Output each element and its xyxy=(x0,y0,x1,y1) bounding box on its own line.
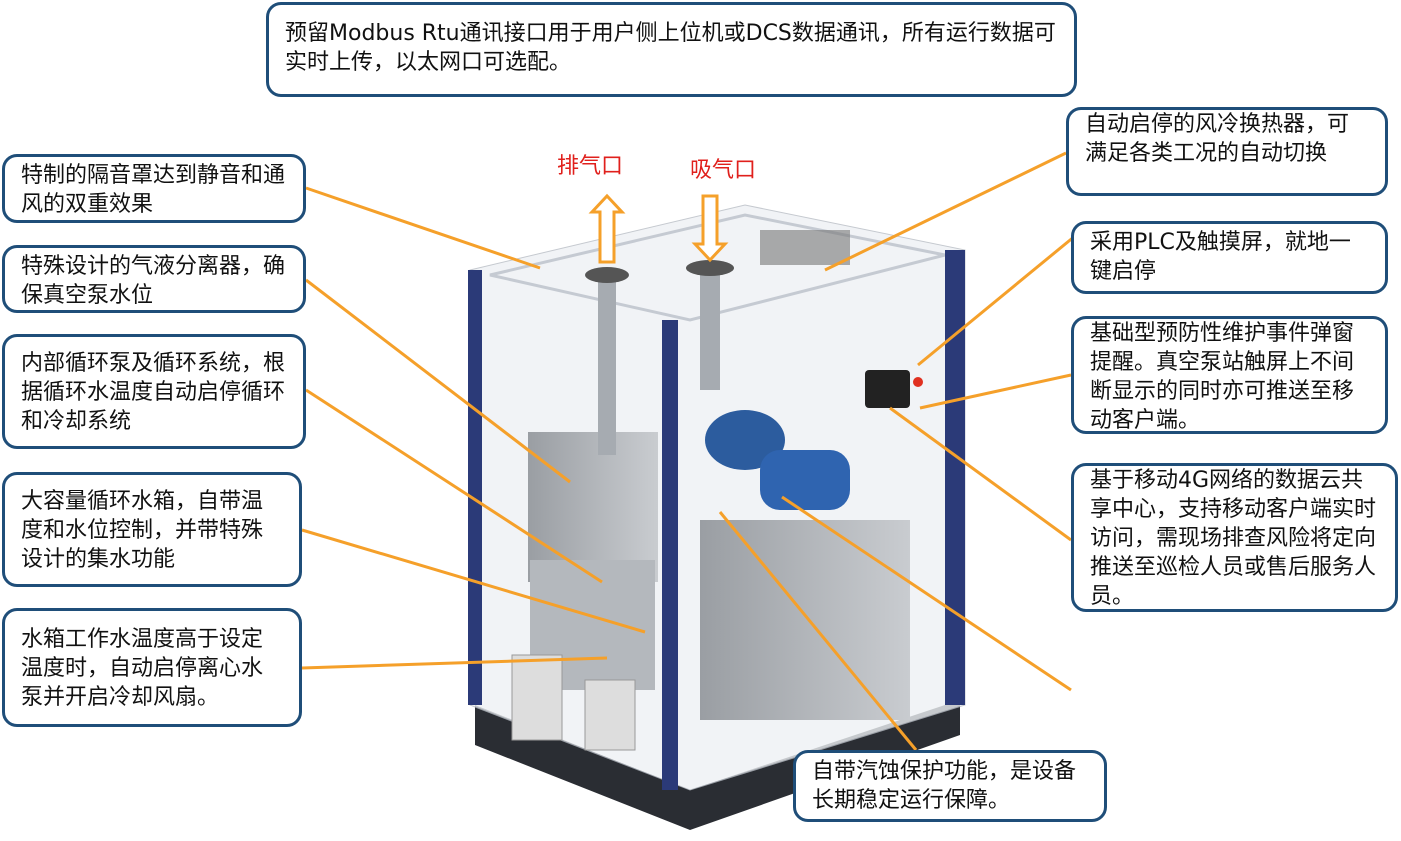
separator-tank xyxy=(528,432,658,582)
callout-text: 自带汽蚀保护功能，是设备长期稳定运行保障。 xyxy=(812,759,1077,813)
motor xyxy=(760,450,850,510)
callout-plc: 采用PLC及触摸屏，就地一键启停 xyxy=(1071,221,1388,294)
callout-text: 采用PLC及触摸屏，就地一键启停 xyxy=(1090,230,1351,284)
callout-water-temperature: 水箱工作水温度高于设定温度时，自动启停离心水泵并开启冷却风扇。 xyxy=(2,608,302,727)
callout-communication: 预留Modbus Rtu通讯接口用于用户侧上位机或DCS数据通讯，所有运行数据可… xyxy=(266,2,1077,97)
callout-maintenance: 基础型预防性维护事件弹窗提醒。真空泵站触屏上不间断显示的同时亦可推送至移动客户端… xyxy=(1071,316,1388,434)
water-tank xyxy=(700,520,910,720)
callout-text: 基于移动4G网络的数据云共享中心，支持移动客户端实时访问，需现场排查风险将定向推… xyxy=(1090,468,1377,609)
callout-4g-cloud: 基于移动4G网络的数据云共享中心，支持移动客户端实时访问，需现场排查风险将定向推… xyxy=(1071,463,1398,612)
callout-text: 自动启停的风冷换热器，可满足各类工况的自动切换 xyxy=(1085,112,1350,166)
callout-cavitation: 自带汽蚀保护功能，是设备长期稳定运行保障。 xyxy=(793,750,1107,822)
callout-text: 基础型预防性维护事件弹窗提醒。真空泵站触屏上不间断显示的同时亦可推送至移动客户端… xyxy=(1090,321,1355,433)
frame-post xyxy=(468,270,482,705)
callout-text: 特殊设计的气液分离器，确保真空泵水位 xyxy=(21,254,286,308)
callout-water-tank: 大容量循环水箱，自带温度和水位控制，并带特殊设计的集水功能 xyxy=(2,472,302,587)
callout-circulation: 内部循环泵及循环系统，根据循环水温度自动启停循环和冷却系统 xyxy=(2,334,306,449)
callout-acoustic-hood: 特制的隔音罩达到静音和通风的双重效果 xyxy=(2,154,306,223)
callout-text: 特制的隔音罩达到静音和通风的双重效果 xyxy=(21,163,286,217)
radiator xyxy=(760,230,850,265)
leader-lines xyxy=(301,151,1076,751)
intake-arrow-icon xyxy=(691,194,729,263)
exhaust-arrow-icon xyxy=(588,193,626,264)
frame-post xyxy=(662,320,678,790)
callout-text: 大容量循环水箱，自带温度和水位控制，并带特殊设计的集水功能 xyxy=(21,489,264,572)
callout-text: 水箱工作水温度高于设定温度时，自动启停离心水泵并开启冷却风扇。 xyxy=(21,627,264,710)
callout-text: 预留Modbus Rtu通讯接口用于用户侧上位机或DCS数据通讯，所有运行数据可… xyxy=(285,21,1056,75)
frame-post xyxy=(945,250,965,705)
pump xyxy=(705,410,785,470)
touch-screen xyxy=(865,370,910,408)
intake-label: 吸气口 xyxy=(690,158,757,183)
callout-heat-exchanger: 自动启停的风冷换热器，可满足各类工况的自动切换 xyxy=(1066,107,1388,196)
callout-text: 内部循环泵及循环系统，根据循环水温度自动启停循环和冷却系统 xyxy=(21,351,286,434)
exhaust-label: 排气口 xyxy=(557,154,624,179)
callout-separator: 特殊设计的气液分离器，确保真空泵水位 xyxy=(2,245,306,313)
